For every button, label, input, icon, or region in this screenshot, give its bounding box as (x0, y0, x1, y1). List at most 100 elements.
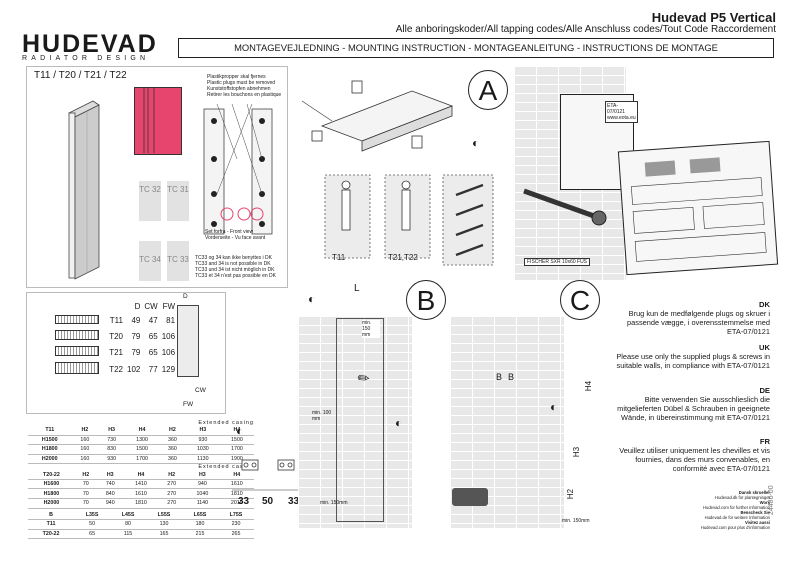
tc-restriction-note: TC33 og 34 kan ikke benyttes i DK TC33 a… (195, 255, 277, 279)
extended-casing-label-1: Extended casing (198, 420, 254, 426)
dim-d-label: D (183, 293, 188, 300)
extended-casing-label-2: Extended casing (198, 464, 254, 471)
radiator-front-highlight (134, 87, 182, 155)
spacing-33-left: 33 (238, 496, 250, 507)
lang-code: DE (759, 386, 770, 395)
step-b-label: B (406, 280, 446, 320)
dim-h4: H4 (584, 380, 594, 392)
step-a-label: A (468, 70, 508, 110)
tc-34-tile: TC 34 (139, 241, 161, 281)
lang-code: FR (759, 437, 770, 446)
min-100-label: min. 100 mm (312, 410, 332, 422)
instruction-banner: MONTAGEVEJLEDNING - MOUNTING INSTRUCTION… (178, 38, 774, 58)
dim-b-right: B (508, 372, 515, 382)
fischer-dowel-label: FISCHER SXR 10x60 FUS (524, 258, 591, 266)
eye-icon: ◐ (236, 424, 244, 438)
min-150-bottom-label: min. 150mm (320, 500, 348, 506)
dim-l-label: L (354, 283, 360, 294)
t21-t22-bracket-parts (384, 174, 431, 259)
t21-t22-label: T21,T22 (388, 253, 418, 262)
tapping-codes-panel: T11 / T20 / T21 / T22 Plastikpropper ska… (26, 66, 288, 288)
lang-text: Veuillez utiliser uniquement les chevill… (619, 446, 770, 473)
eye-icon: ◐ (550, 400, 558, 414)
step-b-radiator-outline (336, 318, 384, 522)
radiator-side-view (177, 305, 199, 377)
radiator-type-icon (55, 346, 99, 356)
lang-text: Please use only the supplied plugs & scr… (616, 352, 770, 370)
dim-cw-label: CW (195, 387, 206, 394)
lang-code: DK (759, 300, 770, 309)
drill-icon (452, 488, 488, 506)
eye-icon: ◐ (472, 136, 480, 150)
eye-icon: ◐ (308, 292, 316, 306)
eta-badge: ETA-07/0121 www.eota.eu (605, 101, 638, 123)
view-note: Set forfra - Front view Vorderseite - Vu… (205, 229, 266, 241)
min-150-label: min. 150 mm (362, 320, 380, 338)
radiator-type-icon (55, 330, 99, 340)
bracket-assembly-diagram (301, 80, 454, 152)
dim-fw-label: FW (183, 401, 194, 408)
radiator-profile-icon (143, 87, 155, 153)
spacing-33-right: 33 (288, 496, 300, 507)
footer-notes: Dansk skrueller Hudevad.dk for plantegni… (700, 490, 770, 530)
radiator-perspective-icon (68, 100, 100, 280)
product-title: Hudevad P5 Vertical (651, 10, 776, 25)
lang-text: Bitte verwenden Sie ausschlieslich die m… (617, 395, 770, 422)
lang-uk: UK Please use only the supplied plugs & … (610, 343, 770, 370)
connection-diagram (203, 103, 273, 235)
col-d: D (134, 302, 141, 311)
panel-title: T11 / T20 / T21 / T22 (34, 70, 127, 81)
eye-icon: ◐ (395, 416, 403, 430)
tc-32-tile: TC 32 (139, 181, 161, 221)
step-a-panel: A ◐ T11 T21,T22 FISCHER SXR 10x60 FUS ET… (292, 66, 779, 280)
radiator-type-icon (55, 362, 99, 374)
step-c-label: C (560, 280, 600, 320)
tapping-codes-subtitle: Alle anboringskoder/All tapping codes/Al… (395, 24, 776, 35)
plug-removal-note: Plastikpropper skal fjernes Plastic plug… (207, 74, 282, 98)
lang-code: UK (759, 343, 770, 352)
t11-label: T11 (332, 253, 346, 262)
min-150-c-label: min. 150mm (562, 518, 590, 524)
dim-b-left: B (496, 372, 503, 382)
eta-drawing-document (617, 140, 779, 276)
col-fw: FW (162, 302, 176, 311)
col-cw: CW (144, 302, 158, 311)
spacing-50: 50 (262, 496, 274, 507)
lang-text: Brug kun de medfølgende plugs og skruer … (627, 309, 770, 336)
bracket-spacing-diagram: 33 50 33 (228, 440, 312, 515)
lang-fr: FR Veuillez utiliser uniquement les chev… (610, 437, 770, 473)
dowel-screw-icon (523, 188, 607, 226)
screws-parts (442, 174, 494, 266)
brand-logo: HUDEVAD (22, 30, 158, 58)
brand-tagline: RADIATOR DESIGN (22, 55, 150, 62)
dim-h2: H2 (566, 488, 576, 500)
tc-31-tile: TC 31 (167, 181, 189, 221)
document-number: 24486-00 (768, 485, 775, 515)
dim-h3: H3 (572, 446, 582, 458)
tc-33-tile: TC 33 (167, 241, 189, 281)
step-b-wall (298, 316, 412, 528)
lang-de: DE Bitte verwenden Sie ausschlieslich di… (610, 386, 770, 422)
eta-certificate-document: ETA-07/0121 www.eota.eu (560, 94, 638, 190)
radiator-type-icon (55, 315, 99, 324)
t11-bracket-parts (324, 174, 371, 259)
lang-dk: DK Brug kun de medfølgende plugs og skru… (610, 300, 770, 336)
